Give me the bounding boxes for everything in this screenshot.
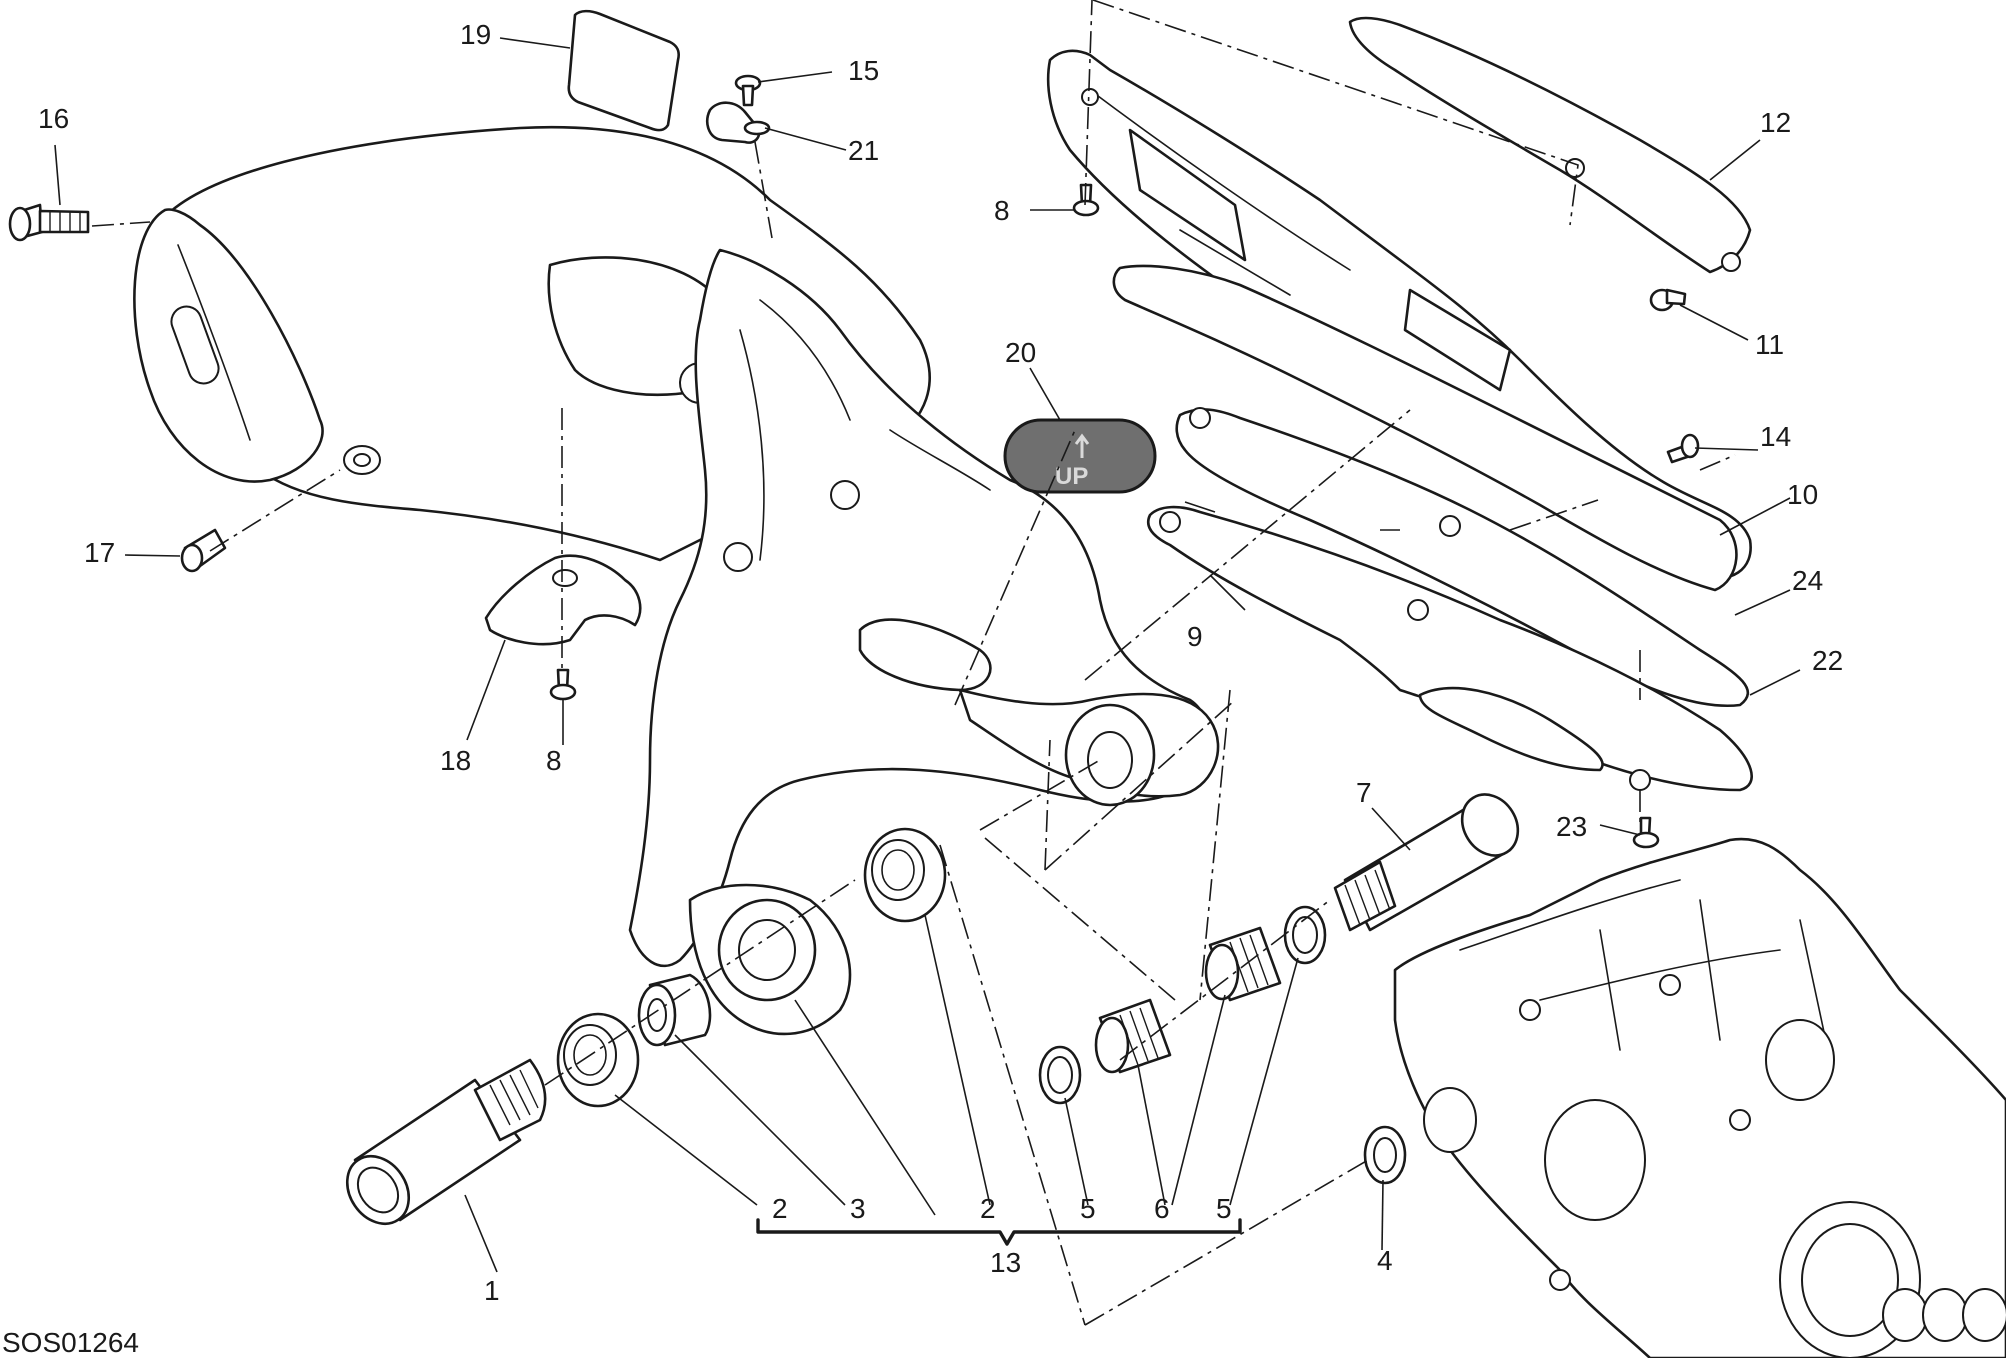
part-12-upper-cover — [1348, 16, 1752, 274]
callout-2-right: 2 — [980, 1193, 996, 1224]
part-17-bush — [180, 528, 227, 573]
callout-8-upper: 8 — [994, 195, 1010, 226]
part-6-needle-bearing-left — [1094, 998, 1172, 1074]
part-4-plug — [1363, 1125, 1407, 1185]
callout-20: 20 — [1005, 337, 1036, 368]
callout-1: 1 — [484, 1275, 500, 1306]
callout-5-left: 5 — [1080, 1193, 1096, 1224]
callout-11: 11 — [1755, 329, 1784, 360]
part-2-bearing-right — [863, 827, 947, 923]
callout-6: 6 — [1154, 1193, 1170, 1224]
part-24-slider — [1112, 264, 1738, 592]
part-15-screw — [734, 74, 762, 107]
callout-17: 17 — [84, 537, 115, 568]
part-2-bearing-left — [556, 1012, 640, 1108]
engine-crankcase — [1393, 837, 2006, 1358]
drawing-code: SOS01264 — [2, 1327, 139, 1358]
callout-23: 23 — [1556, 811, 1587, 842]
part-19-plate — [567, 9, 681, 132]
callout-9: 9 — [1187, 621, 1203, 652]
part-11-screw — [1649, 288, 1687, 312]
callout-16: 16 — [38, 103, 69, 134]
part-16-bolt — [8, 203, 90, 242]
part-3-spacer — [637, 973, 712, 1047]
part-20-up-label: UP — [1003, 418, 1157, 494]
part-8-screw-lower — [549, 668, 577, 701]
part-7-pin — [1333, 793, 1520, 932]
part-14-screw — [1666, 433, 1700, 464]
part-21-clamp — [706, 101, 771, 144]
part-18-bracket — [484, 554, 642, 646]
callout-3: 3 — [850, 1193, 866, 1224]
callout-12: 12 — [1760, 107, 1791, 138]
callout-numbers: 1 2 3 2 5 6 5 13 4 7 8 8 9 10 11 12 14 1… — [38, 19, 1843, 1306]
callout-10: 10 — [1787, 479, 1818, 510]
part-23-screw — [1632, 816, 1660, 849]
swingarm — [133, 125, 1220, 1036]
callout-2-left: 2 — [772, 1193, 788, 1224]
callout-15: 15 — [848, 55, 879, 86]
part-13-brace — [756, 1218, 1242, 1246]
callout-7: 7 — [1356, 777, 1372, 808]
callout-14: 14 — [1760, 421, 1791, 452]
part-1-pivot-shaft — [345, 1058, 547, 1226]
assembly-lines — [91, 0, 1736, 1326]
callout-21: 21 — [848, 135, 879, 166]
part-9-lower-guard — [1146, 505, 1753, 792]
part-6-needle-bearing-right — [1204, 926, 1282, 1002]
callout-4: 4 — [1377, 1245, 1393, 1276]
callout-24: 24 — [1792, 565, 1823, 596]
up-label-text: UP — [1055, 463, 1088, 490]
part-5-seal-right — [1283, 905, 1327, 965]
part-5-seal-left — [1038, 1045, 1082, 1105]
leader-lines — [54, 37, 1801, 1273]
callout-13: 13 — [990, 1247, 1021, 1278]
callout-8-lower: 8 — [546, 745, 562, 776]
callout-19: 19 — [460, 19, 491, 50]
callout-22: 22 — [1812, 645, 1843, 676]
callout-18: 18 — [440, 745, 471, 776]
callout-5-right: 5 — [1216, 1193, 1232, 1224]
